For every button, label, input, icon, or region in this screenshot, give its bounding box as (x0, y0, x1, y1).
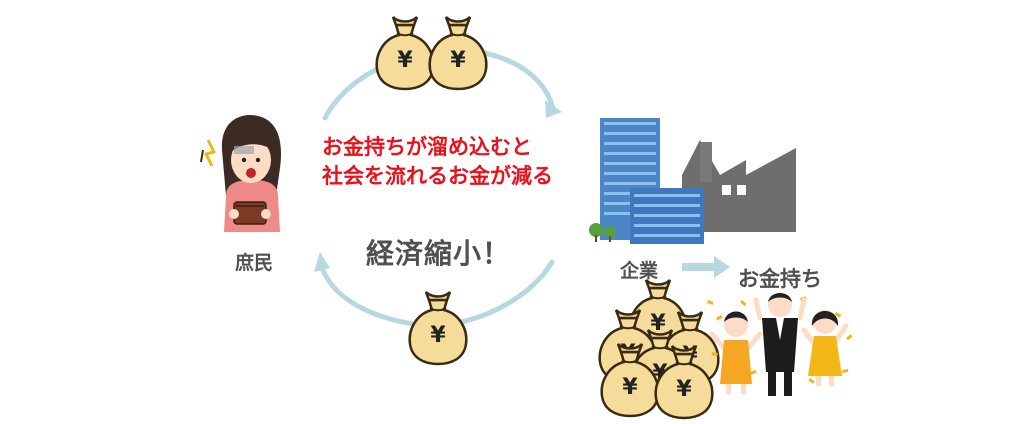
company-label: 企業 (620, 260, 659, 282)
commoner-figure-icon (200, 115, 282, 232)
message-line-2: 社会を流れるお金が減る (322, 164, 553, 188)
commoner-label: 庶民 (235, 252, 274, 274)
rich-family-icon (706, 293, 853, 396)
company-buildings-icon (589, 118, 796, 244)
money-bag-icon (408, 290, 468, 366)
rich-label: お金持ち (738, 267, 822, 291)
economic-shrink-label: 経済縮小！ (366, 237, 512, 270)
money-bag-icon (428, 15, 488, 91)
flow-arrow-icon (682, 256, 730, 278)
message-line-1: お金持ちが溜め込むと (322, 135, 532, 159)
money-pile-icon (598, 278, 720, 420)
money-bag-icon (375, 15, 435, 91)
